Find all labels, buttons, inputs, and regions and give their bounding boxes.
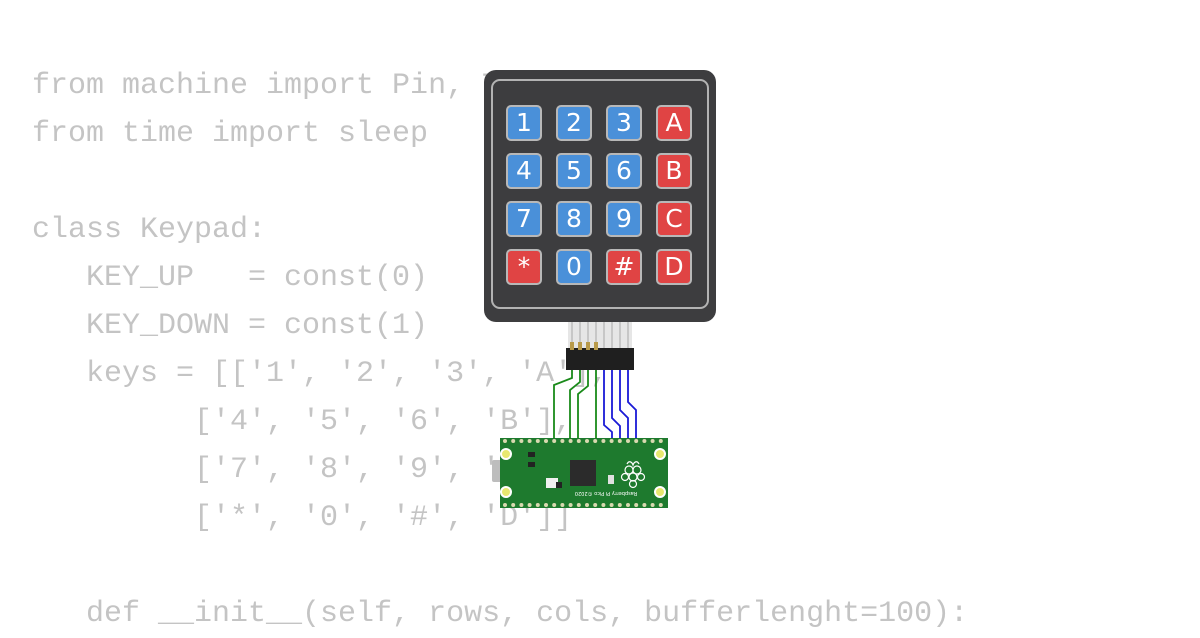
keypad-key[interactable]: B [656, 153, 692, 189]
keypad-key[interactable]: * [506, 249, 542, 285]
keypad-key[interactable]: # [606, 249, 642, 285]
keypad-key[interactable]: 0 [556, 249, 592, 285]
code-line: class Keypad: [32, 213, 267, 247]
wires [553, 370, 637, 440]
code-line: KEY_UP = const(0) [32, 261, 429, 295]
keypad-key[interactable]: 9 [606, 201, 642, 237]
pico-silkscreen: Raspberry Pi Pico ©2020 [575, 490, 637, 497]
keypad-key[interactable]: 1 [506, 105, 542, 141]
keypad-key[interactable]: 6 [606, 153, 642, 189]
keypad-key[interactable]: C [656, 201, 692, 237]
keypad-key[interactable]: 4 [506, 153, 542, 189]
keypad-key[interactable]: 5 [556, 153, 592, 189]
raspberry-pi-logo [620, 461, 646, 489]
keypad-key[interactable]: 3 [606, 105, 642, 141]
raspberry-pi-pico[interactable]: Raspberry Pi Pico ©2020 [492, 438, 668, 508]
keypad-key[interactable]: 8 [556, 201, 592, 237]
keypad-key[interactable]: 2 [556, 105, 592, 141]
code-line: ['*', '0', '#', 'D']] [32, 501, 573, 535]
code-line: from time import sleep [32, 117, 429, 151]
pico-pins-bottom [503, 503, 663, 507]
code-line: KEY_DOWN = const(1) [32, 309, 429, 343]
keypad-key[interactable]: 7 [506, 201, 542, 237]
keypad-key[interactable]: A [656, 105, 692, 141]
keypad-ribbon-cable [566, 322, 634, 370]
pico-pins-top [503, 439, 663, 443]
code-line: ['4', '5', '6', 'B'], [32, 405, 573, 439]
keypad-key[interactable]: D [656, 249, 692, 285]
code-line: def __init__(self, rows, cols, bufferlen… [32, 597, 969, 631]
